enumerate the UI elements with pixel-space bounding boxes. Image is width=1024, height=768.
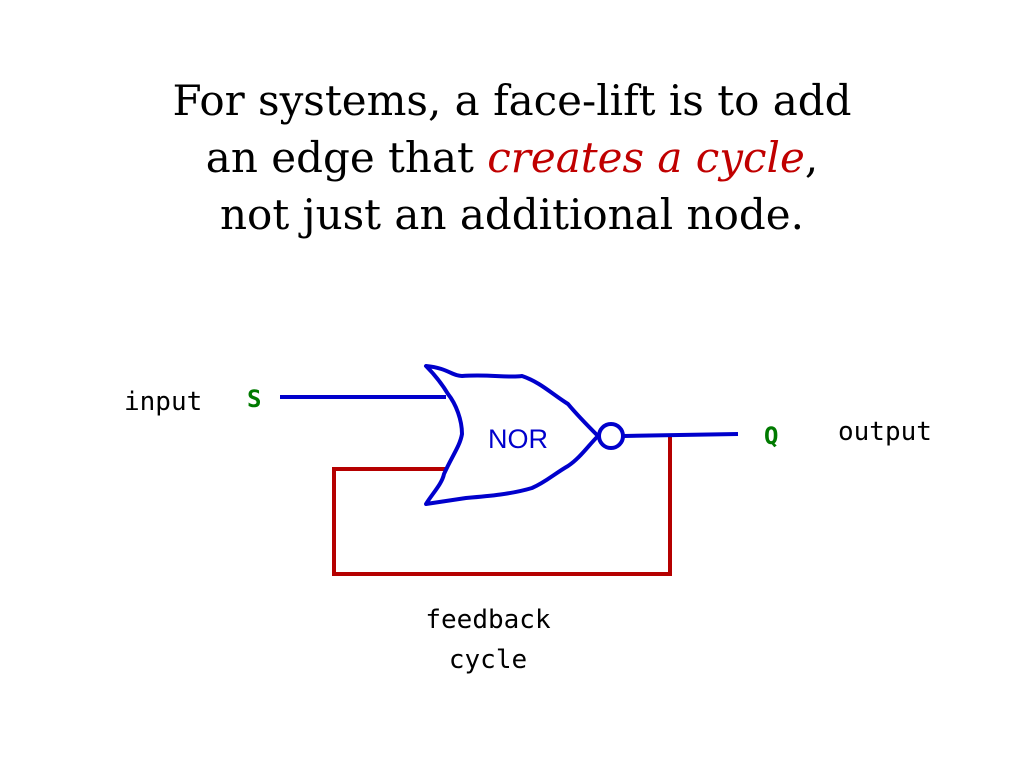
slide-title: For systems, a face-lift is to add an ed… <box>0 72 1024 243</box>
output-wire <box>623 432 739 438</box>
nor-inversion-bubble <box>597 422 625 450</box>
title-line-2: an edge that creates a cycle, <box>0 129 1024 186</box>
input-label: input <box>124 387 202 417</box>
nor-gate-body <box>424 364 600 506</box>
gate-label: NOR <box>488 424 548 454</box>
feedback-label-line-1: feedback <box>425 605 551 635</box>
output-label: output <box>838 417 932 447</box>
feedback-wire <box>332 436 672 576</box>
title-emphasis: creates a cycle <box>487 133 805 182</box>
title-line-2-suffix: , <box>804 133 819 182</box>
feedback-label-line-2: cycle <box>449 645 527 675</box>
input-signal-s: S <box>247 385 261 413</box>
title-line-2-prefix: an edge that <box>205 133 488 182</box>
output-signal-q: Q <box>764 422 778 450</box>
title-line-3: not just an additional node. <box>219 190 804 239</box>
title-line-1: For systems, a face-lift is to add <box>172 76 852 125</box>
